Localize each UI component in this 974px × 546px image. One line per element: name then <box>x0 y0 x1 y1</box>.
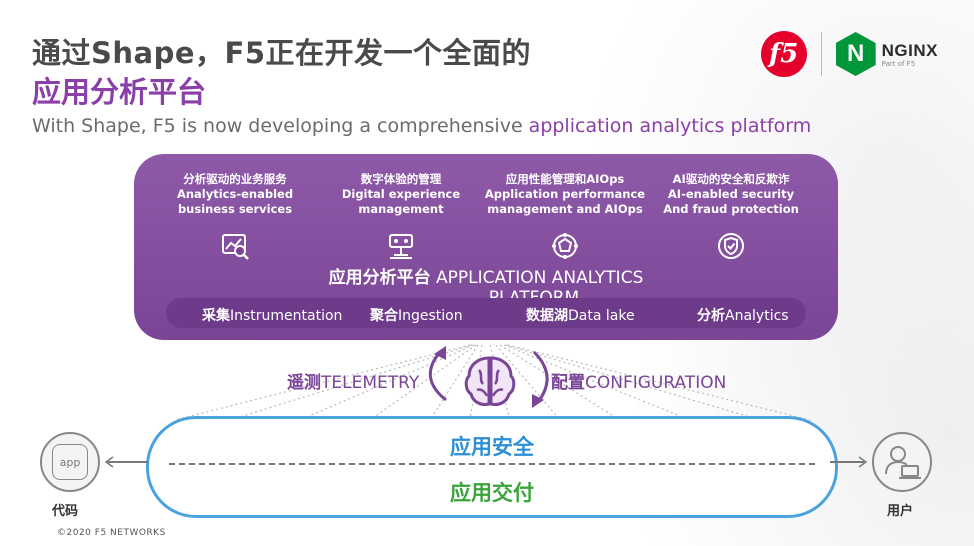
column-title-en-2: management <box>358 202 444 216</box>
arrow-to-app <box>108 461 148 463</box>
delivery-security-pill: 应用安全 应用交付 <box>146 416 838 518</box>
column-title-en-1: Application performance <box>484 187 646 201</box>
pill-divider <box>169 463 815 465</box>
column-title-en-2: business services <box>177 202 293 216</box>
column-title-en-2: And fraud protection <box>663 202 799 216</box>
pipeline-step-ingestion: 聚合Ingestion <box>370 305 463 325</box>
pipeline-step-en: Data lake <box>568 308 635 324</box>
column-title-cn: 应用性能管理和AIOps <box>505 172 625 186</box>
copyright: ©2020 F5 NETWORKS <box>57 528 166 538</box>
nginx-logo-icon: N <box>835 32 876 76</box>
platform-column-performance: 应用性能管理和AIOps Application performance man… <box>480 172 650 265</box>
pipeline-step-instrumentation: 采集Instrumentation <box>202 305 342 325</box>
f5-logo: f5 <box>760 31 807 77</box>
column-title-en-1: Analytics-enabled <box>176 187 294 201</box>
platform-label-en-1: APPLICATION ANALYTICS <box>436 268 644 288</box>
telemetry-label-cn: 遥测 <box>287 373 321 393</box>
pipeline-step-cn: 分析 <box>697 308 725 324</box>
user-endpoint <box>872 432 932 492</box>
pipeline-bar: 采集Instrumentation 聚合Ingestion 数据湖Data la… <box>166 298 806 328</box>
security-shield-icon <box>718 233 744 259</box>
pipeline-step-cn: 聚合 <box>370 308 398 324</box>
column-title-en-1: AI-enabled security <box>667 187 795 201</box>
platform-column-business: 分析驱动的业务服务 Analytics-enabled business ser… <box>150 172 320 265</box>
pipeline-step-cn: 数据湖 <box>526 308 568 324</box>
pipeline-step-en: Analytics <box>725 308 789 324</box>
configuration-label-en: CONFIGURATION <box>585 373 727 393</box>
nginx-subtitle: Part of F5 <box>881 59 916 68</box>
configuration-label: 配置CONFIGURATION <box>551 368 726 393</box>
configuration-arrow-icon <box>532 350 549 403</box>
platform-label-cn: 应用分析平台 <box>328 268 431 288</box>
platform-column-experience: 数字体验的管理 Digital experience management <box>316 172 486 265</box>
logo-divider <box>820 32 822 76</box>
platform-label: 应用分析平台 APPLICATION ANALYTICS PLATFORM <box>134 268 838 308</box>
page-title-line2: 应用分析平台 <box>32 75 207 109</box>
subtitle-highlight: application analytics platform <box>528 115 812 137</box>
app-endpoint: app <box>40 432 100 492</box>
telemetry-arrow-icon <box>429 351 447 402</box>
user-laptop-icon <box>885 446 921 479</box>
analytics-chart-icon <box>222 234 249 260</box>
column-title-cn: AI驱动的安全和反欺诈 <box>672 172 790 186</box>
platform-column-security: AI驱动的安全和反欺诈 AI-enabled security And frau… <box>646 172 816 265</box>
page-title-line1: 通过Shape，F5正在开发一个全面的 <box>32 36 532 70</box>
brain-icon <box>464 356 516 406</box>
column-title-en-1: Digital experience <box>341 187 461 201</box>
experience-balance-icon <box>389 234 413 259</box>
pipeline-step-cn: 采集 <box>202 308 230 324</box>
column-title-en-2: management and AIOps <box>487 202 643 216</box>
column-title-cn: 数字体验的管理 <box>360 172 442 186</box>
configuration-label-cn: 配置 <box>551 373 585 393</box>
telemetry-label: 遥测TELEMETRY <box>287 368 419 393</box>
code-label: 代码 <box>52 504 79 519</box>
column-title-cn: 分析驱动的业务服务 <box>183 172 287 186</box>
performance-gear-icon <box>552 233 578 259</box>
subtitle-plain: With Shape, F5 is now developing a compr… <box>32 115 529 137</box>
user-label: 用户 <box>887 504 914 519</box>
app-icon: app <box>52 444 88 480</box>
arrow-right-icon <box>858 456 868 468</box>
nginx-wordmark: NGINX Part of F5 <box>882 41 938 68</box>
arrow-to-user <box>830 461 864 463</box>
page-subtitle: With Shape, F5 is now developing a compr… <box>32 115 811 137</box>
analytics-platform-panel: 分析驱动的业务服务 Analytics-enabled business ser… <box>134 154 838 340</box>
pipeline-step-analytics: 分析Analytics <box>697 305 789 325</box>
app-security-label: 应用安全 <box>450 435 534 459</box>
brand-logos: f5 N NGINX Part of F5 <box>760 28 938 80</box>
nginx-name: NGINX <box>881 40 938 60</box>
arrow-left-icon <box>104 456 114 468</box>
pipeline-step-datalake: 数据湖Data lake <box>526 305 635 325</box>
pipeline-step-en: Ingestion <box>398 308 463 324</box>
telemetry-label-en: TELEMETRY <box>321 373 420 393</box>
pipeline-step-en: Instrumentation <box>230 308 343 324</box>
app-delivery-label: 应用交付 <box>450 481 534 505</box>
